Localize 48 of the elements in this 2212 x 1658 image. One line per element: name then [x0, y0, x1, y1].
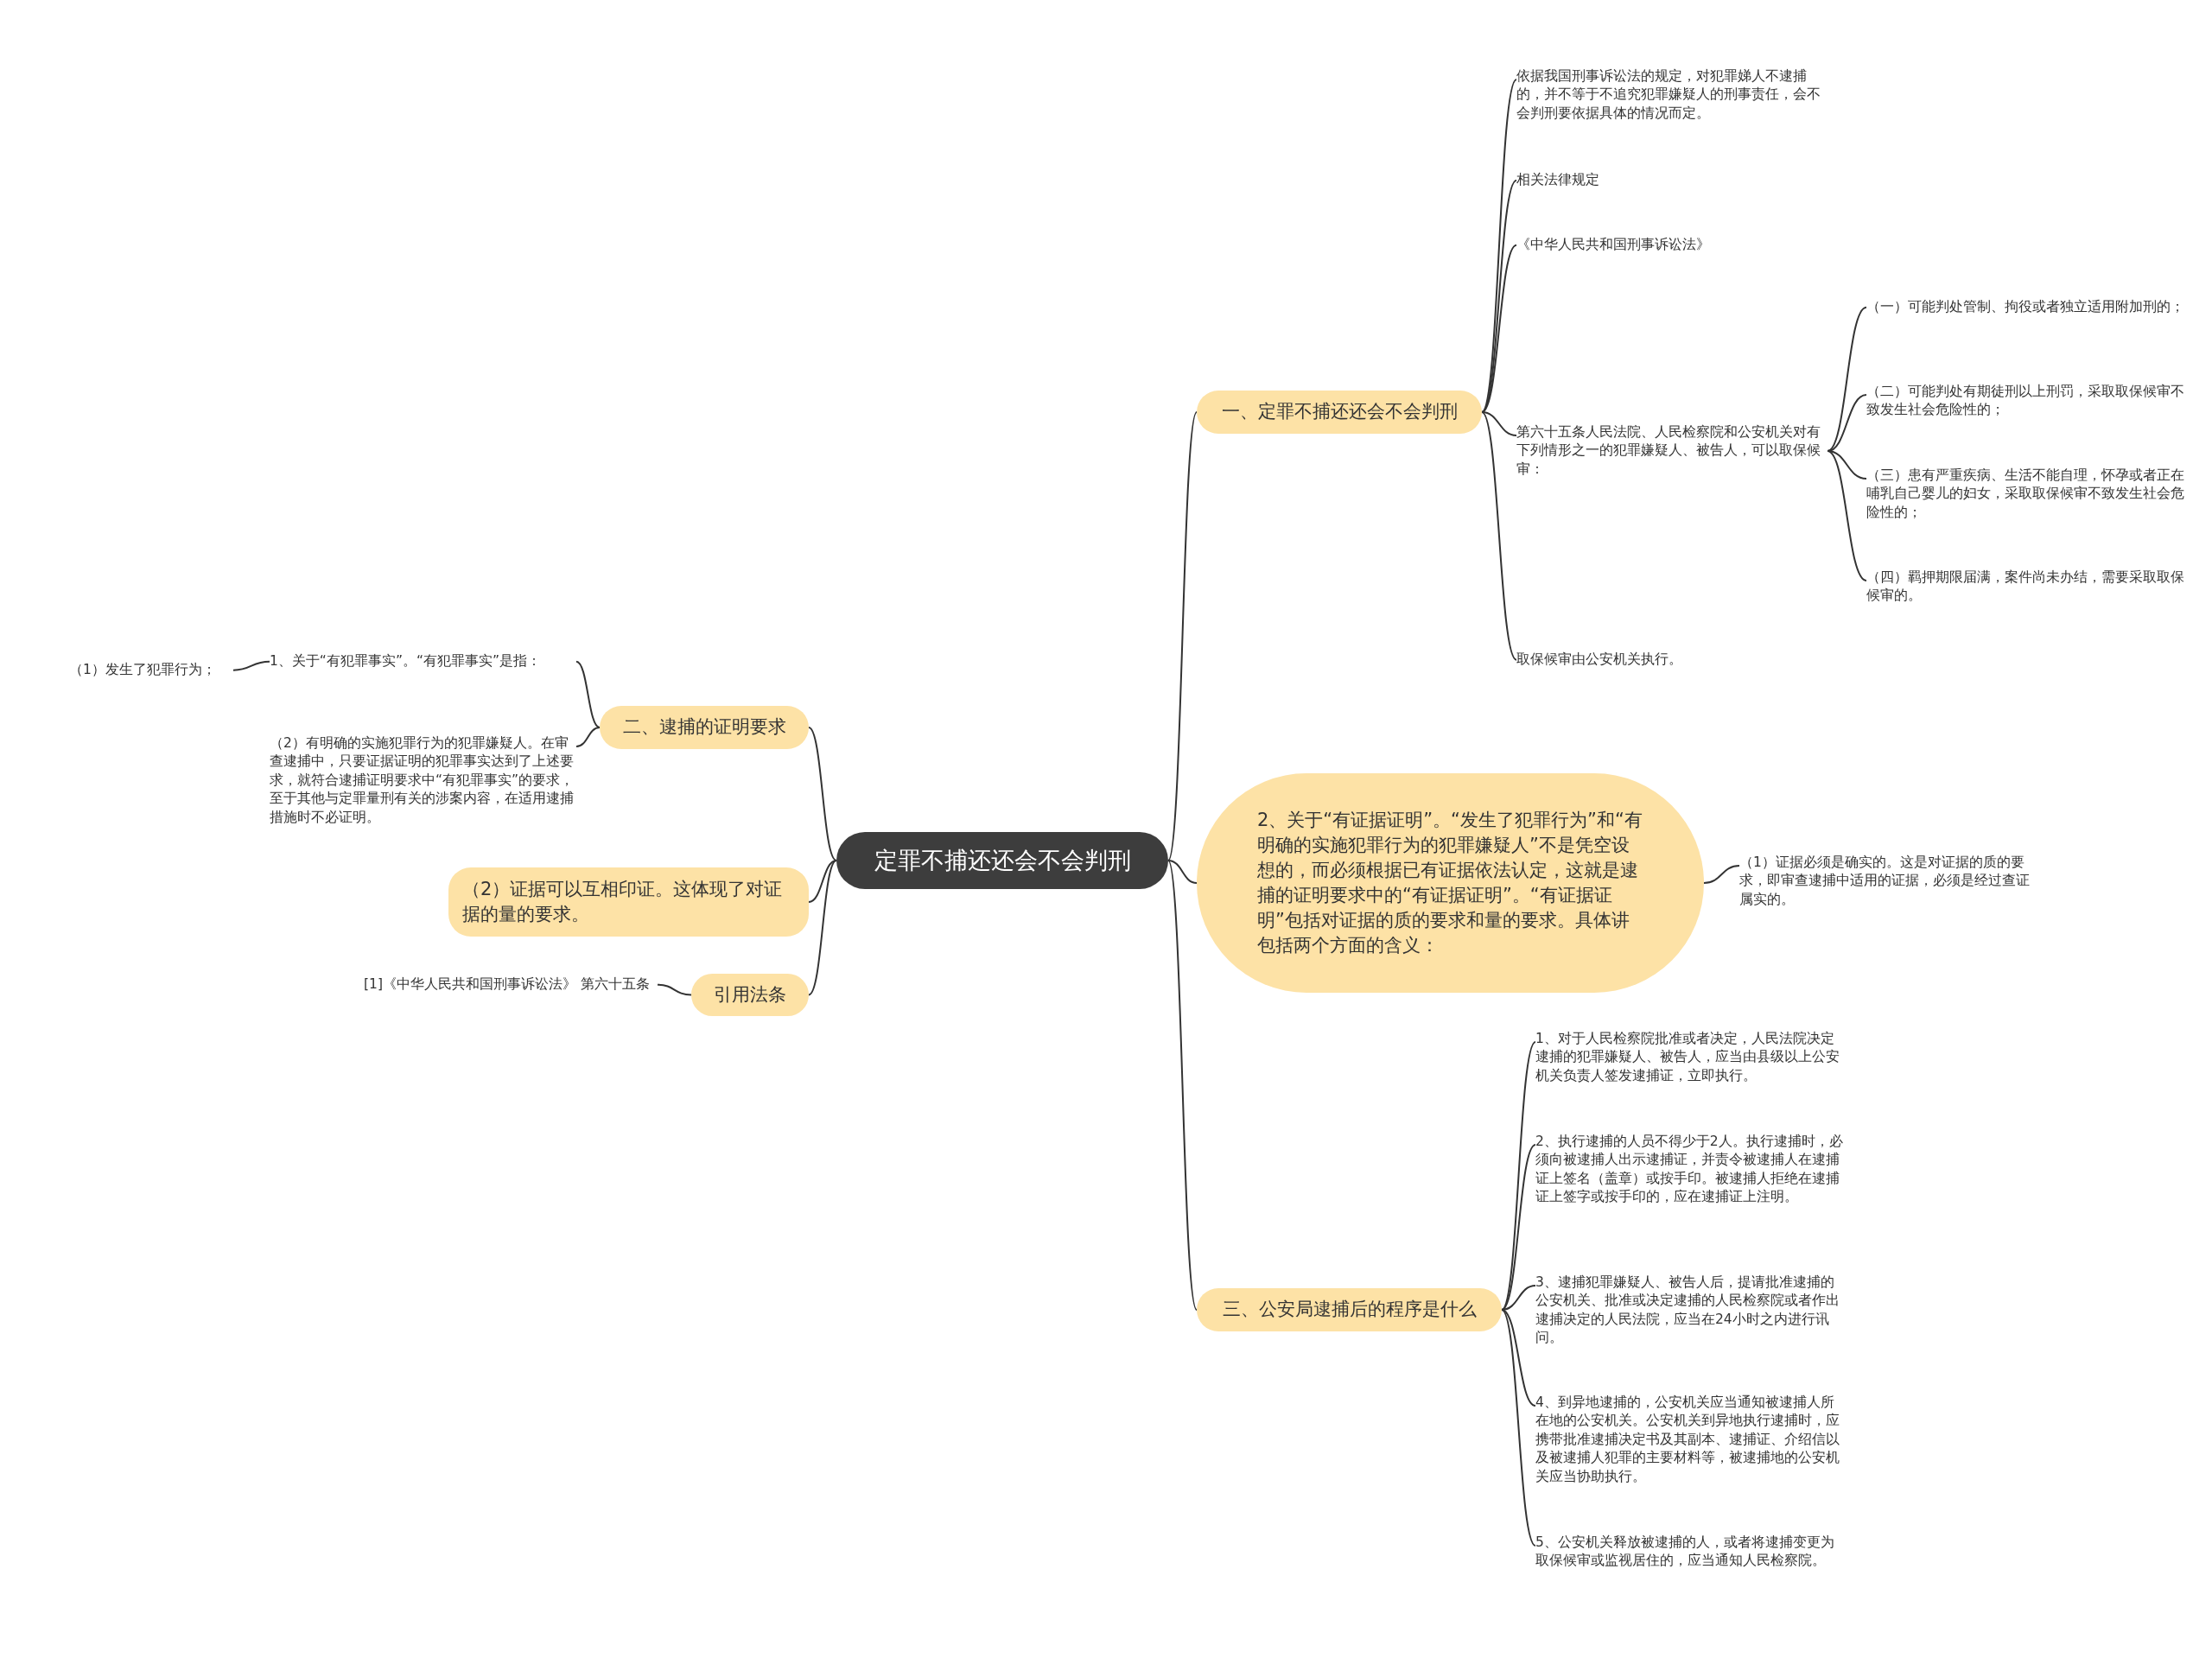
- connector-line: [1481, 244, 1517, 413]
- connector-line: [1481, 179, 1517, 413]
- topic-text: 5、公安机关释放被逮捕的人，或者将逮捕变更为取保候审或监视居住的，应当通知人民检察院。: [1535, 1534, 1847, 1571]
- branch-topic: （2）证据可以互相印证。这体现了对证据的量的要求。: [448, 867, 809, 937]
- topic-text: 1、对于人民检察院批准或者决定，人民法院决定逮捕的犯罪嫌疑人、被告人，应当由县级以上公安机关负责人签发逮捕证，立即执行。: [1535, 1030, 1847, 1086]
- connector-line: [808, 860, 837, 996]
- connector-line: [575, 727, 601, 747]
- connector-line: [1703, 865, 1740, 884]
- topic-text: 4、到异地逮捕的，公安机关应当通知被逮捕人所在地的公安机关。公安机关到异地执行逮捕时，应携带批准逮捕决定书及其副本、逮捕证、介绍信以及被逮捕人犯罪的主要材料等，被逮捕地的公安机关应当协助执行。: [1535, 1394, 1847, 1486]
- central-topic: 定罪不捕还还会不会判刑: [836, 832, 1168, 889]
- connector-line: [1827, 450, 1867, 480]
- connector-line: [1501, 1285, 1536, 1311]
- connector-line: [808, 727, 837, 861]
- connector-line: [808, 860, 837, 903]
- topic-text: 取保候审由公安机关执行。: [1516, 651, 1827, 670]
- connector-line: [1827, 306, 1867, 453]
- branch-topic: 引用法条: [691, 974, 809, 1016]
- connector-line: [657, 983, 692, 996]
- topic-text: （二）可能判处有期徒刑以上刑罚，采取取保候审不致发生社会危险性的；: [1866, 383, 2186, 420]
- branch-topic: 三、公安局逮捕后的程序是什么: [1197, 1288, 1502, 1331]
- topic-text: 相关法律规定: [1516, 171, 1827, 190]
- connector-line: [232, 660, 270, 671]
- connector-line: [1501, 1144, 1536, 1311]
- connector-line: [1167, 411, 1198, 861]
- topic-text: 依据我国刑事诉讼法的规定，对犯罪娣人不逮捕的，并不等于不追究犯罪嫌疑人的刑事责任，会不会判刑要依据具体的情况而定。: [1516, 67, 1827, 124]
- connector-line: [1481, 411, 1517, 661]
- topic-text: （1）证据必须是确实的。这是对证据的质的要求，即审查逮捕中适用的证据，必须是经过查证属实的。: [1739, 854, 2037, 910]
- connector-line: [1167, 860, 1198, 884]
- branch-topic: 2、关于“有证据证明”。“发生了犯罪行为”和“有明确的实施犯罪行为的犯罪嫌疑人”不是凭空设想的，而必须根据已有证据依法认定，这就是逮捕的证明要求中的“有证据证明”。“有证据证明”包括对证据的质的要求和量的要求。具体讲包括两个方面的含义：: [1197, 773, 1704, 993]
- connector-line: [575, 660, 601, 728]
- topic-text: 第六十五条人民法院、人民检察院和公安机关对有下列情形之一的犯罪嫌疑人、被告人，可以取保候审：: [1516, 423, 1827, 480]
- branch-topic: 一、定罪不捕还还会不会判刑: [1197, 391, 1482, 434]
- connector-line: [1501, 1309, 1536, 1407]
- connector-line: [1827, 450, 1867, 581]
- connector-line: [1501, 1309, 1536, 1547]
- topic-text: （三）患有严重疾病、生活不能自理，怀孕或者正在哺乳自己婴儿的妇女，采取取保候审不致发生社会危险性的；: [1866, 467, 2186, 523]
- topic-text: （2）有明确的实施犯罪行为的犯罪嫌疑人。在审查逮捕中，只要证据证明的犯罪事实达到了上述要求，就符合逮捕证明要求中“有犯罪事实”的要求，至于其他与定罪量刑有关的涉案内容，在适用逮捕措施时不必证明。: [270, 734, 576, 827]
- connector-line: [1167, 860, 1198, 1311]
- topic-text: 1、关于“有犯罪事实”。“有犯罪事实”是指：: [270, 652, 576, 671]
- connector-line: [1481, 411, 1517, 436]
- branch-topic: 二、逮捕的证明要求: [600, 706, 809, 749]
- topic-text: （一）可能判处管制、拘役或者独立适用附加刑的；: [1866, 298, 2186, 317]
- topic-text: （四）羁押期限届满，案件尚未办结，需要采取取保候审的。: [1866, 569, 2186, 606]
- topic-text: 3、逮捕犯罪嫌疑人、被告人后，提请批准逮捕的公安机关、批准或决定逮捕的人民检察院或者作出逮捕决定的人民法院，应当在24小时之内进行讯问。: [1535, 1274, 1847, 1348]
- topic-text: 2、执行逮捕的人员不得少于2人。执行逮捕时，必须向被逮捕人出示逮捕证，并责令被逮捕人在逮捕证上签名（盖章）或按手印。被逮捕人拒绝在逮捕证上签字或按手印的，应在逮捕证上注明。: [1535, 1133, 1847, 1207]
- topic-text: 《中华人民共和国刑事诉讼法》: [1516, 236, 1827, 255]
- topic-text: （1）发生了犯罪行为；: [69, 661, 233, 680]
- topic-text: [1]《中华人民共和国刑事诉讼法》 第六十五条: [364, 975, 658, 994]
